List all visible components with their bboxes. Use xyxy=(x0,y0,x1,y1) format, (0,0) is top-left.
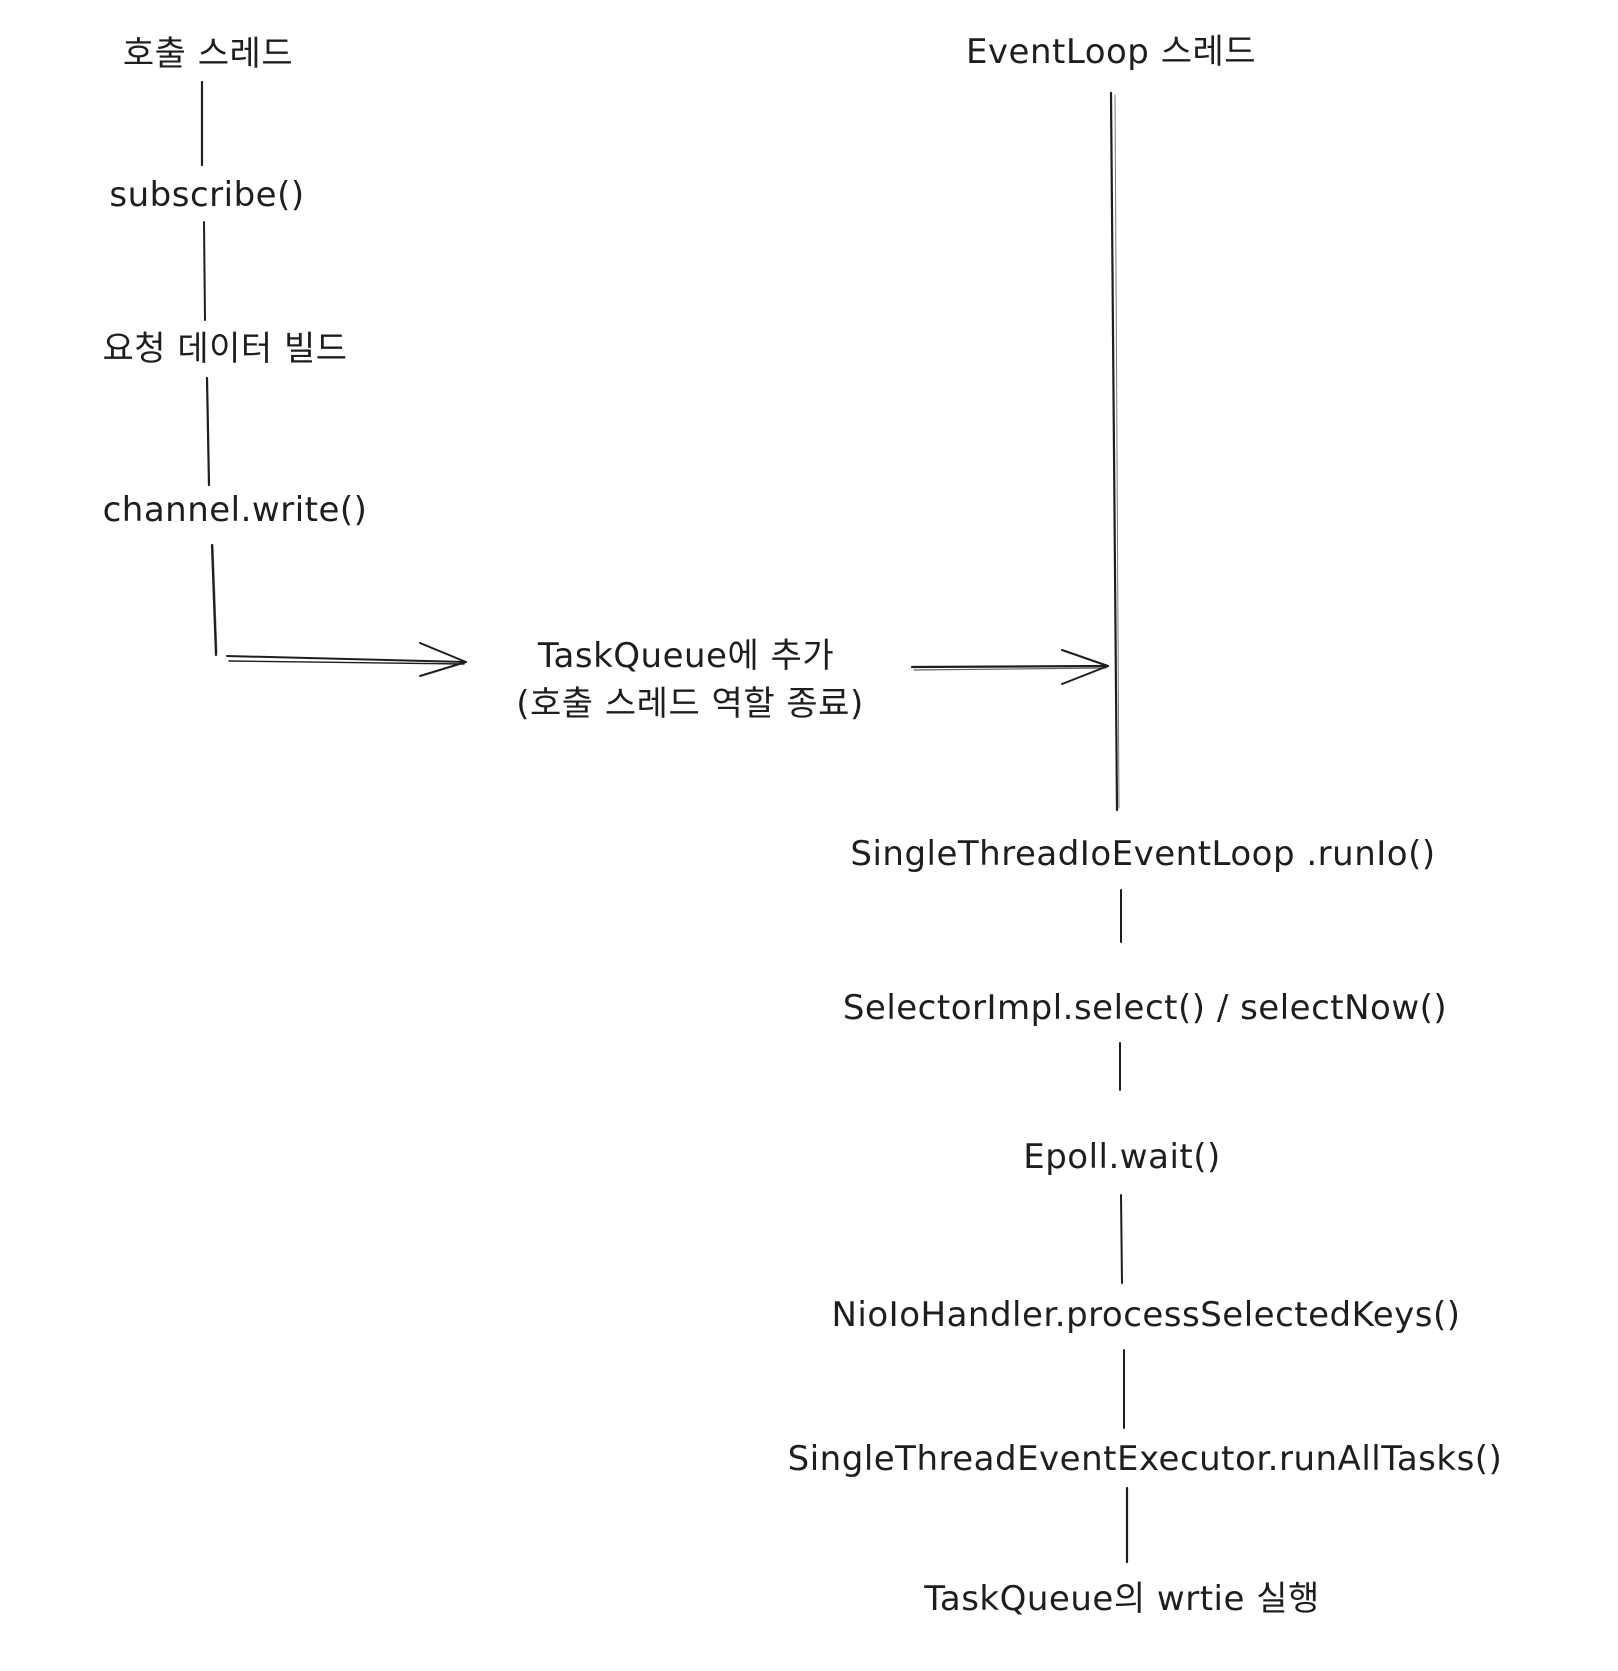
step-process-selected-keys: NioIoHandler.processSelectedKeys() xyxy=(831,1295,1461,1336)
step-run-all-tasks: SingleThreadEventExecutor.runAllTasks() xyxy=(787,1439,1503,1480)
connector-subscribe-to-build xyxy=(203,221,206,321)
connector-write-down xyxy=(210,543,218,657)
arrow-write-to-taskqueue xyxy=(226,642,467,677)
step-build-request-data: 요청 데이터 빌드 xyxy=(102,329,348,370)
step-epoll-wait: Epoll.wait() xyxy=(1023,1137,1221,1178)
caller-role-end-label: (호출 스레드 역할 종료) xyxy=(516,684,864,725)
step-runio: SingleThreadIoEventLoop .runIo() xyxy=(850,834,1436,875)
eventloop-thread-title: EventLoop 스레드 xyxy=(965,32,1257,73)
step-selector-select: SelectorImpl.select() / selectNow() xyxy=(842,988,1448,1029)
eventloop-lifeline xyxy=(1109,91,1120,812)
taskqueue-add-label: TaskQueue에 추가 xyxy=(537,636,835,677)
step-taskqueue-write-execute: TaskQueue의 wrtie 실행 xyxy=(924,1579,1320,1620)
caller-thread-title: 호출 스레드 xyxy=(122,34,294,75)
connector-build-to-write xyxy=(205,376,211,487)
connector-epoll-to-process xyxy=(1120,1194,1123,1284)
step-subscribe: subscribe() xyxy=(109,175,305,216)
step-channel-write: channel.write() xyxy=(102,490,368,531)
arrow-taskqueue-to-eventloop xyxy=(910,649,1110,685)
